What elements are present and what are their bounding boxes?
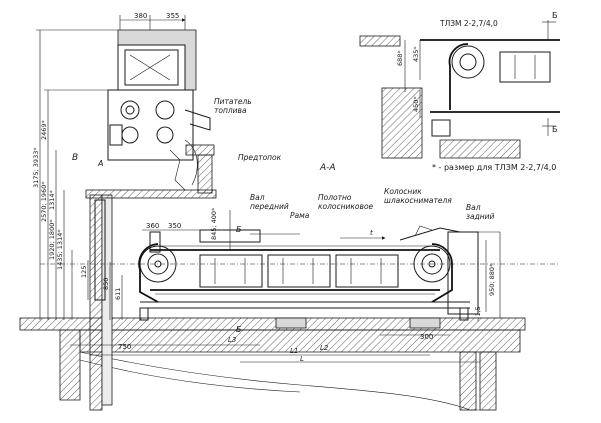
dim-950: 950; 880*: [488, 263, 496, 296]
label-feeder-2: топлива: [214, 106, 247, 115]
dim-l: L: [300, 355, 304, 363]
dim-3175: 3175; 3933*: [32, 147, 40, 188]
inset-mark-b-bottom: Б: [552, 125, 558, 134]
dim-2570: 2570; 1960*: [40, 181, 48, 222]
label-front-shaft-2: передний: [250, 202, 289, 211]
label-section-aa: А-А: [319, 163, 336, 173]
inset-dim-450: 450*: [412, 96, 420, 112]
top-dim-380: 380: [134, 12, 147, 20]
inset-title: ТЛЗМ 2-2,7/4,0: [439, 19, 498, 28]
label-mark-a: А: [97, 159, 103, 168]
top-dim-355: 355: [166, 12, 179, 20]
dim-l3: L3: [228, 336, 236, 344]
inset-sprocket: [451, 45, 485, 79]
chain-grate: [138, 225, 501, 329]
dim-1-5: ~1,5: [474, 306, 482, 322]
label-front-shaft-1: Вал: [250, 193, 265, 202]
foundation: [19, 317, 526, 411]
label-rear-shaft-2: задний: [466, 212, 495, 221]
label-mark-b-1: Б: [236, 225, 242, 234]
dim-125: 125: [80, 266, 88, 278]
inset-note: * - размер для ТЛЗМ 2-2,7/4,0: [432, 163, 556, 172]
label-grate-web-2: колосниковое: [318, 202, 374, 211]
label-grate-web-1: Полотно: [318, 193, 352, 202]
inset-mark-b-top: Б: [552, 11, 558, 20]
label-feeder-1: Питатель: [214, 97, 252, 106]
front-wall: [85, 189, 217, 411]
dim-1435: 1435; 1314*: [56, 229, 64, 270]
text-labels: 380 355 ТЛЗМ 2-2,7/4,0 Б Б * - размер дл…: [32, 11, 558, 363]
dim-611: 611: [114, 288, 122, 300]
dim-1920: 1920; 1800*: [48, 219, 56, 260]
dim-360: 360: [146, 222, 159, 230]
dim-350: 350: [168, 222, 181, 230]
label-mark-b-2: Б: [236, 325, 242, 334]
dim-845: 845; 400*: [210, 207, 218, 240]
front-panel: [40, 199, 560, 301]
dim-750: 750: [118, 343, 131, 351]
dim-l1: L1: [290, 347, 298, 355]
inset-dim-688: 688*: [396, 50, 404, 66]
label-frame: Рама: [290, 211, 310, 220]
label-slag-grate-1: Колосник: [384, 187, 422, 196]
chain-links: [155, 245, 435, 295]
label-rear-shaft-1: Вал: [466, 203, 481, 212]
inset-dim-435: 435*: [412, 46, 420, 62]
label-furnace: Предтопок: [238, 153, 282, 162]
label-t: t: [370, 229, 373, 237]
label-view-b: В: [72, 153, 78, 163]
fuel-feeder: [107, 29, 215, 194]
dim-l2: L2: [320, 344, 329, 352]
dim-2469: 2469*: [40, 119, 48, 140]
label-slag-grate-2: шлакоснимателя: [384, 196, 452, 205]
dim-300: 300: [420, 333, 433, 341]
detail-inset: [359, 20, 560, 159]
dim-850: 850: [102, 278, 110, 290]
dimension-lines: [36, 15, 487, 363]
dim-1314: 1314*: [48, 189, 56, 210]
